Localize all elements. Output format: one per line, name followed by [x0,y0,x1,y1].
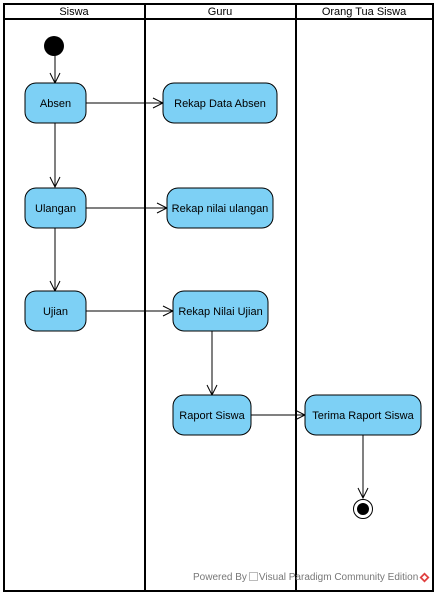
lane-header-siswa: Siswa [59,6,89,18]
activity-raport-siswa-label: Raport Siswa [179,410,245,422]
activity-ulangan-label: Ulangan [35,203,76,215]
activity-ujian: Ujian [24,290,87,332]
initial-node [44,36,64,56]
activity-ulangan: Ulangan [24,187,87,229]
activity-terima-raport-siswa: Terima Raport Siswa [304,394,422,436]
footer-product-name: Visual Paradigm Community Edition [258,572,419,583]
broken-image-icon [248,572,258,581]
activity-raport-siswa: Raport Siswa [172,394,252,436]
activity-absen-label: Absen [40,98,71,110]
activity-absen: Absen [24,82,87,124]
activity-rekap-data-absen: Rekap Data Absen [162,82,278,124]
activity-rekap-nilai-ujian: Rekap Nilai Ujian [172,290,269,332]
lane-header-guru: Guru [208,6,232,18]
activity-terima-raport-siswa-label: Terima Raport Siswa [312,410,414,422]
final-node [353,499,373,519]
activities: Absen Ulangan Ujian Rekap Data Absen Rek… [24,82,422,436]
visual-paradigm-logo-icon [419,572,430,583]
activity-rekap-nilai-ulangan-label: Rekap nilai ulangan [172,203,269,215]
activity-rekap-data-absen-label: Rekap Data Absen [174,98,266,110]
activity-rekap-nilai-ujian-label: Rekap Nilai Ujian [178,306,262,318]
footer-powered-by: Powered By [193,572,247,583]
swimlanes: Siswa Guru Orang Tua Siswa [3,3,434,592]
flows [55,56,363,498]
lane-header-orang-tua-siswa: Orang Tua Siswa [322,6,407,18]
footer-watermark: Powered By Visual Paradigm Community Edit… [193,572,418,583]
lane-orang-tua-siswa [295,3,434,592]
activity-ujian-label: Ujian [43,306,68,318]
activity-rekap-nilai-ulangan: Rekap nilai ulangan [166,187,274,229]
